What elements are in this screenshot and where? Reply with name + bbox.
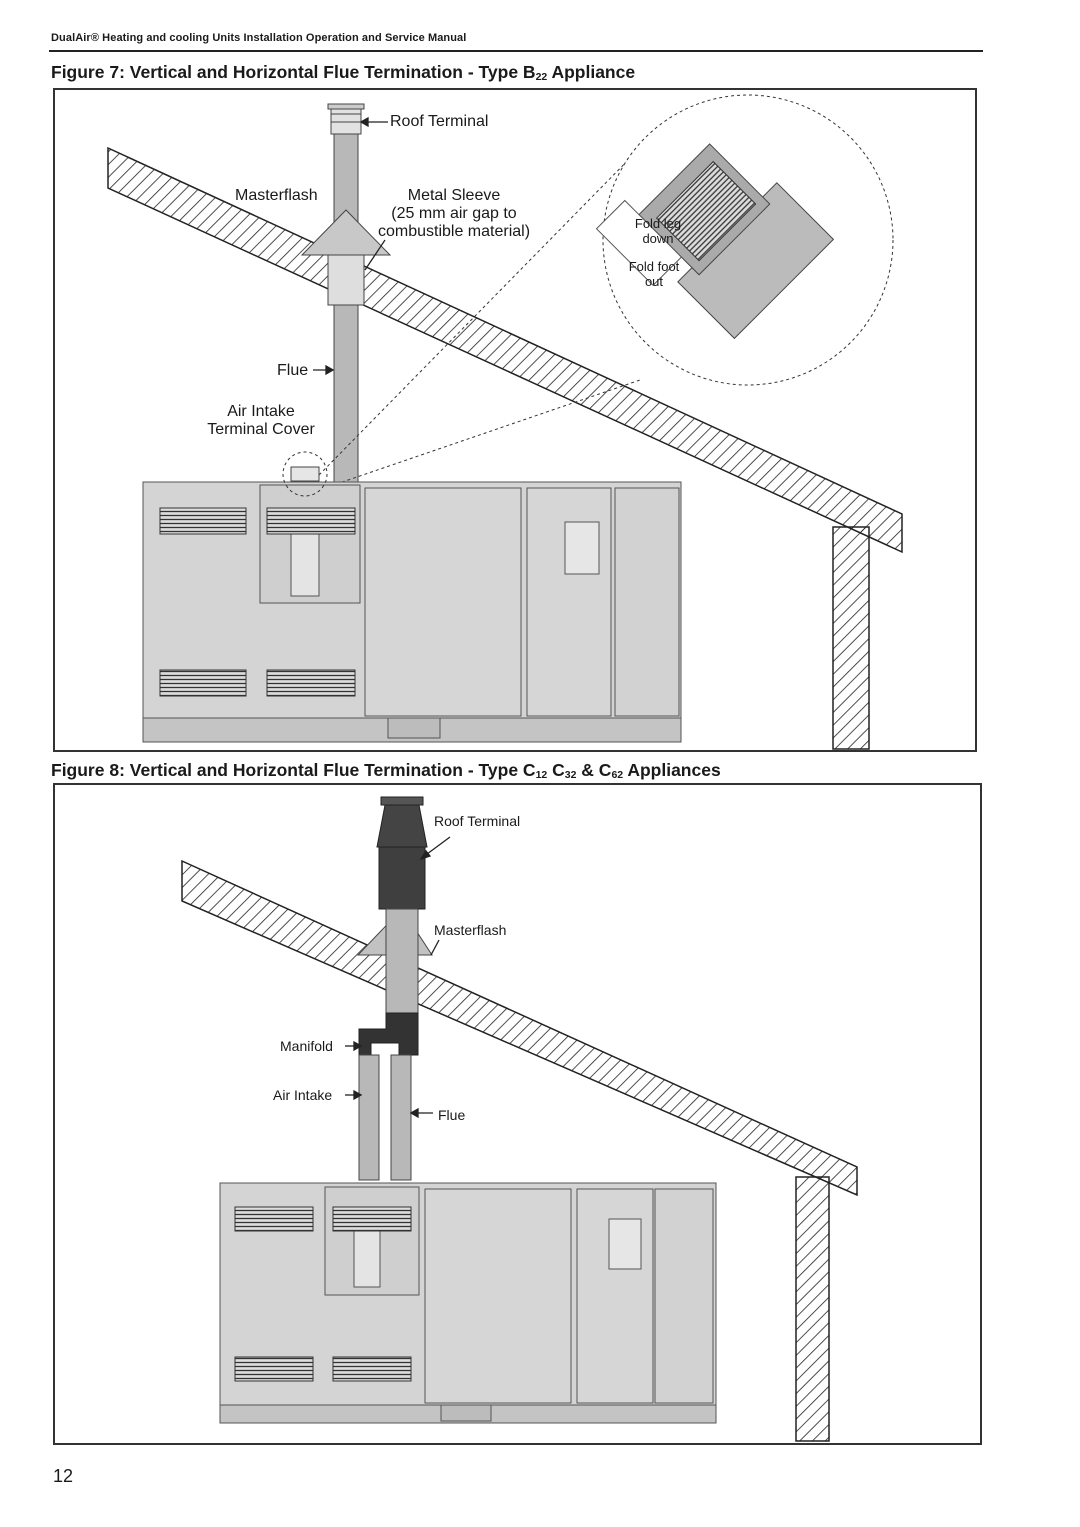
- air-intake-terminal-cover: [290, 466, 320, 482]
- figure-7-frame: Roof Terminal Masterflash Metal Sleeve (…: [53, 88, 977, 752]
- figure-8-leaders: [345, 836, 451, 1119]
- figure-8-drawing: [181, 796, 858, 1442]
- figure-7-title: Figure 7: Vertical and Horizontal Flue T…: [51, 62, 636, 83]
- air-handling-unit: [219, 1182, 717, 1424]
- figure-7-drawing: [107, 94, 903, 750]
- manual-title: DualAir® Heating and cooling Units Insta…: [51, 32, 467, 44]
- fig8-flue-label: Flue: [438, 1107, 466, 1123]
- fig7-roof-terminal-label: Roof Terminal: [390, 113, 489, 130]
- wall-section: [832, 526, 870, 750]
- page-header: DualAir® Heating and cooling Units Insta…: [49, 30, 983, 52]
- detail-flange: [595, 143, 835, 340]
- roof-section: [181, 859, 858, 1197]
- fig8-masterflash-label: Masterflash: [434, 922, 507, 938]
- fig7-masterflash-label: Masterflash: [235, 187, 318, 204]
- fig7-air-intake-label: Air Intake Terminal Cover: [207, 403, 315, 438]
- fig8-air-intake-label: Air Intake: [273, 1087, 333, 1103]
- air-handling-unit: [142, 451, 682, 743]
- air-intake-pipe: [358, 1054, 380, 1181]
- manifold: [358, 1012, 419, 1056]
- fig7-fold-foot-label: Fold foot out: [628, 259, 680, 289]
- fig7-flue-label: Flue: [277, 362, 309, 379]
- page-number: 12: [53, 1466, 74, 1486]
- figure-8-title: Figure 8: Vertical and Horizontal Flue T…: [51, 760, 721, 781]
- fig8-roof-terminal-label: Roof Terminal: [434, 813, 521, 829]
- roof-terminal: [330, 107, 362, 135]
- flue-pipe: [390, 1054, 412, 1181]
- metal-sleeve: [327, 254, 365, 306]
- figure-7-leaders: [313, 116, 388, 376]
- roof-section: [107, 146, 903, 554]
- wall-section: [795, 1176, 830, 1442]
- flue-pipe: [333, 129, 359, 483]
- fig8-manifold-label: Manifold: [280, 1038, 333, 1054]
- fig7-fold-leg-label: Fold leg down: [634, 216, 682, 246]
- fig7-metal-sleeve-label: Metal Sleeve (25 mm air gap to combustib…: [377, 187, 531, 240]
- roof-terminal: [380, 796, 424, 806]
- figure-8-frame: Roof Terminal Masterflash Manifold Air I…: [53, 783, 982, 1445]
